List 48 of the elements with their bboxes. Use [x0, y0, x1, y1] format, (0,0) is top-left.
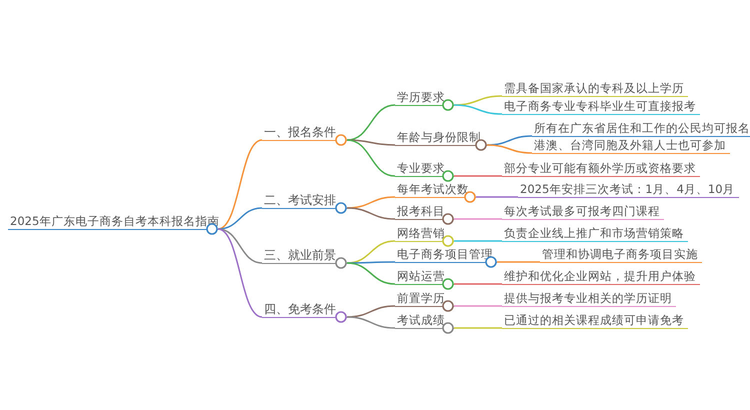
branch-line [454, 218, 502, 220]
branch-line [218, 228, 262, 318]
topic-label: 港澳、台湾同胞及外籍人士也可参加 [534, 138, 726, 152]
topic-label: 所有在广东省居住和工作的公民均可报名 [534, 120, 750, 135]
topic-label: 考试成绩 [397, 312, 445, 327]
branch-line [476, 196, 518, 198]
branch-line [346, 316, 396, 329]
branch-line [454, 327, 502, 329]
branch-line [346, 139, 396, 177]
topic-label: 维护和优化企业网站，提升用户体验 [504, 268, 696, 283]
branch-line [347, 261, 395, 264]
branch-line [454, 104, 502, 115]
branch-line [486, 144, 532, 154]
branch-line [346, 207, 396, 220]
branch-line [218, 228, 262, 264]
branch-line [454, 283, 502, 285]
topic-label: 二、考试安排 [264, 192, 336, 207]
branch-line [454, 95, 502, 106]
branch-line [346, 196, 396, 209]
branch-line [497, 261, 540, 263]
topic-label: 负责企业线上推广和市场营销策略 [504, 226, 684, 240]
topic-label: 每年考试次数 [397, 182, 469, 196]
topic-label: 网络营销 [397, 226, 445, 240]
topic-label: 每次考试最多可报考四门课程 [504, 204, 660, 218]
branch-line [454, 175, 502, 177]
branch-line [454, 240, 502, 242]
branch-line [346, 305, 396, 318]
branch-line [218, 139, 262, 230]
branch-line [346, 104, 396, 141]
topic-label: 四、免考条件 [264, 302, 336, 316]
topic-label: 专业要求 [397, 160, 445, 175]
topic-label: 一、报名条件 [264, 124, 336, 139]
topic-label: 前置学历 [397, 290, 445, 305]
topic-label: 学历要求 [397, 90, 445, 104]
topic-label: 网站运营 [397, 268, 445, 283]
topic-label: 电子商务专业专科毕业生可直接报考 [504, 98, 696, 113]
topic-label: 已通过的相关课程成绩可申请免考 [504, 312, 684, 327]
topic-label: 提供与报考专业相关的学历证明 [504, 290, 672, 305]
topic-label: 2025年安排三次考试：1月、4月、10月 [520, 182, 735, 196]
topic-label: 部分专业可能有额外学历或资格要求 [504, 160, 696, 175]
topic-label: 管理和协调电子商务项目实施 [542, 246, 698, 261]
topic-label: 报考科目 [397, 204, 445, 218]
branch-line [486, 135, 532, 146]
topic-label: 需具备国家承认的专科及以上学历 [504, 80, 684, 95]
branch-line [346, 262, 396, 285]
branch-line [218, 207, 262, 230]
branch-line [454, 305, 502, 307]
topic-label: 三、就业前景 [264, 248, 336, 262]
